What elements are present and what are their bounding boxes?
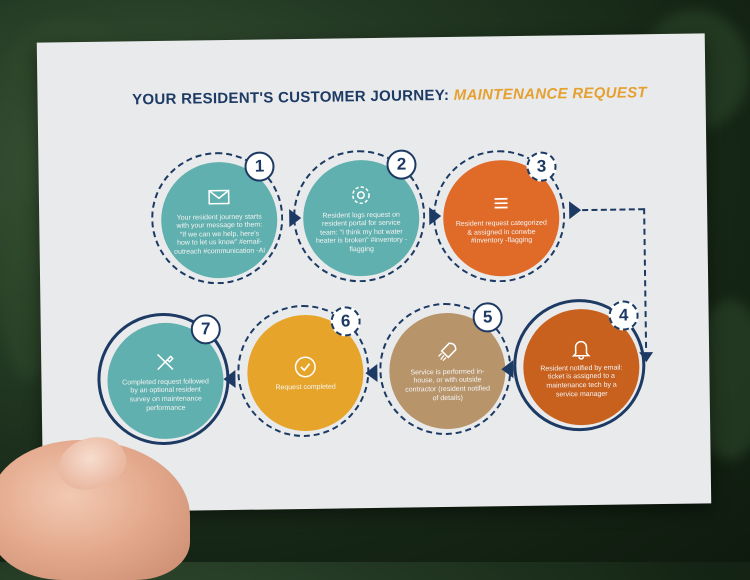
step-text: Request completed [275, 383, 336, 392]
step-circle: Service is performed in-house, or with o… [388, 312, 507, 430]
step-circle: Completed request followed by an optiona… [106, 322, 225, 440]
envelope-icon [208, 189, 230, 205]
journey-card: YOUR RESIDENT'S CUSTOMER JOURNEY: MAINTE… [36, 33, 712, 513]
step-5: Service is performed in-house, or with o… [376, 300, 518, 442]
step-text: Service is performed in-house, or with o… [405, 368, 491, 402]
connector-line [582, 208, 645, 212]
arrow-right [569, 201, 582, 220]
gear-icon [352, 185, 370, 204]
step-4: Resident notified by email: ticket is as… [510, 296, 652, 438]
rocket-icon [438, 342, 457, 361]
title-prefix: YOUR RESIDENT'S CUSTOMER JOURNEY: [132, 86, 450, 109]
bell-icon [571, 340, 591, 360]
step-7: Completed request followed by an optiona… [95, 310, 237, 452]
step-circle: Your resident journey starts with your m… [160, 161, 279, 279]
step-circle: Resident logs request on resident portal… [302, 159, 421, 277]
step-circle: Resident request categorized & assigned … [442, 159, 561, 278]
step-circle: Request completed [246, 314, 365, 432]
arrow-right [429, 207, 442, 226]
step-text: Resident request categorized & assigned … [455, 219, 547, 245]
list-icon [494, 198, 508, 209]
title-accent: MAINTENANCE REQUEST [453, 84, 648, 104]
step-number: 2 [386, 149, 417, 180]
arrow-left [223, 369, 236, 389]
step-text: Resident logs request on resident portal… [315, 211, 408, 254]
step-number: 1 [244, 151, 275, 182]
step-number: 4 [608, 300, 639, 331]
step-1: Your resident journey starts with your m… [148, 149, 290, 291]
arrow-left [501, 360, 514, 379]
card-title: YOUR RESIDENT'S CUSTOMER JOURNEY: MAINTE… [129, 84, 649, 108]
step-3: Resident request categorized & assigned … [430, 147, 572, 289]
step-6: Request completed 6 [234, 302, 376, 444]
check-circle-icon [294, 356, 316, 378]
step-2: Resident logs request on resident portal… [290, 147, 432, 289]
arrow-right [289, 209, 302, 228]
step-text: Resident notified by email: ticket is as… [540, 364, 623, 399]
tools-icon [157, 353, 174, 370]
step-number: 5 [472, 302, 503, 333]
step-circle: Resident notified by email: ticket is as… [522, 308, 641, 426]
step-text: Your resident journey starts with your m… [174, 213, 266, 256]
step-text: Completed request followed by an optiona… [122, 378, 209, 412]
arrow-left [365, 363, 378, 383]
